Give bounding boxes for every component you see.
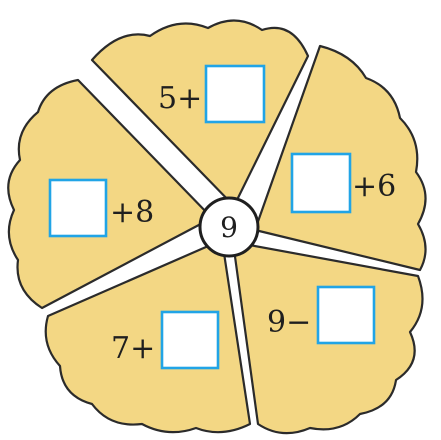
petal-left-expression: +8 (110, 195, 154, 230)
petal-top: 5+ (90, 19, 310, 208)
petal-right-expression: +6 (352, 169, 396, 204)
answer-box-top[interactable] (204, 64, 266, 124)
answer-box-bottom-left[interactable] (160, 310, 220, 370)
answer-box-bottom-right[interactable] (316, 285, 376, 345)
answer-box-right[interactable] (290, 152, 352, 214)
petal-bottom-left-shape (44, 238, 252, 434)
center-disc (198, 196, 260, 258)
petal-bottom-right: 9− (231, 240, 424, 435)
petal-top-expression: 5+ (158, 81, 202, 116)
answer-box-left[interactable] (48, 178, 108, 238)
petal-left-shape (7, 78, 214, 310)
petal-right: +6 (253, 44, 427, 272)
center-circle: 9 (198, 196, 260, 258)
center-number: 9 (220, 211, 238, 244)
petal-left: +8 (7, 78, 214, 310)
petal-bottom-left-expression: 7+ (111, 331, 155, 366)
petal-bottom-right-expression: 9− (267, 305, 311, 340)
petal-bottom-left: 7+ (44, 238, 252, 434)
